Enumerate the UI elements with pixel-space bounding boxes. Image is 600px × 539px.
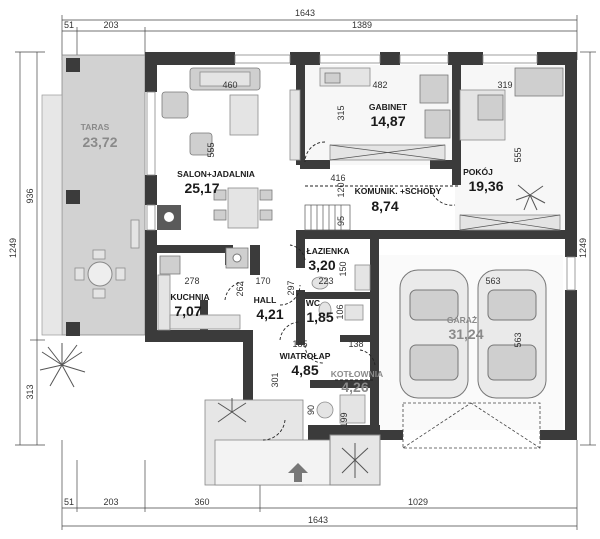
room-name: SALON+JADALNIA [177, 169, 255, 179]
room-name: WIATROŁAP [280, 351, 331, 361]
svg-text:120: 120 [336, 182, 346, 197]
windows [146, 54, 576, 291]
svg-text:555: 555 [206, 142, 216, 157]
svg-text:319: 319 [497, 80, 512, 90]
svg-text:106: 106 [335, 304, 345, 319]
room-name: KUCHNIA [170, 292, 209, 302]
entrance-plant-icon [341, 443, 369, 478]
svg-text:150: 150 [338, 261, 348, 276]
room-name: GARAŻ [447, 315, 477, 325]
room-garaz: GARAŻ 31,24 [447, 315, 484, 342]
room-area: 14,87 [370, 113, 405, 129]
room-area: 4,85 [291, 362, 318, 378]
room-area: 23,72 [82, 134, 117, 150]
door-swings [224, 141, 460, 441]
room-name: KOMUNIK. +SCHODY [355, 186, 442, 196]
dim-top-main: 1389 [352, 20, 372, 30]
palm-plant-icon [39, 343, 86, 388]
dim-bottom-c: 360 [194, 497, 209, 507]
stairs [304, 204, 351, 231]
dim-right-total: 1249 [578, 238, 588, 258]
dim-top-total: 1643 [295, 8, 315, 18]
svg-text:262: 262 [235, 281, 245, 296]
room-gabinet: GABINET 14,87 [369, 102, 408, 129]
garage-cars [399, 269, 547, 399]
kitchen-fixtures [157, 247, 249, 331]
dim-left-main: 936 [25, 188, 35, 203]
room-kotlownia: KOTŁOWNIA 4,26 [331, 369, 383, 395]
dim-bottom-total: 1643 [308, 515, 328, 525]
walls [145, 52, 577, 443]
salon-furniture [157, 67, 301, 230]
svg-text:482: 482 [372, 80, 387, 90]
room-name: ŁAZIENKA [307, 246, 350, 256]
svg-text:563: 563 [485, 276, 500, 286]
svg-text:301: 301 [270, 372, 280, 387]
dim-left-total: 1249 [8, 238, 18, 258]
room-name: POKÓJ [463, 166, 493, 177]
dim-top-left-b: 203 [103, 20, 118, 30]
room-name: HALL [254, 295, 277, 305]
room-wc: WC 1,85 [306, 298, 334, 325]
room-wiatrolap: WIATROŁAP 4,85 [280, 351, 331, 378]
plant-2-icon [217, 398, 247, 423]
room-name: WC [306, 298, 320, 308]
room-name: TARAS [81, 122, 110, 132]
entrance-area [204, 399, 381, 486]
room-area: 7,07 [174, 303, 201, 319]
svg-text:278: 278 [184, 276, 199, 286]
svg-text:95: 95 [336, 216, 346, 226]
dim-top-left-a: 51 [64, 20, 74, 30]
svg-text:223: 223 [318, 276, 333, 286]
room-area: 1,85 [306, 309, 333, 325]
bathroom-fixtures [311, 264, 371, 424]
svg-text:563: 563 [513, 332, 523, 347]
svg-text:138: 138 [348, 339, 363, 349]
room-area: 19,36 [468, 178, 503, 194]
room-area: 4,21 [256, 306, 283, 322]
svg-text:199: 199 [339, 412, 349, 427]
terrace [41, 54, 146, 336]
room-pokoj: POKÓJ 19,36 [463, 166, 504, 194]
pokoj-furniture [459, 67, 564, 231]
svg-text:555: 555 [513, 147, 523, 162]
room-area: 3,20 [308, 257, 335, 273]
garage-door [402, 402, 541, 449]
room-taras: TARAS 23,72 [81, 122, 118, 150]
room-name: GABINET [369, 102, 408, 112]
room-lazienka: ŁAZIENKA 3,20 [307, 246, 350, 273]
svg-text:185: 185 [292, 339, 307, 349]
svg-text:315: 315 [336, 105, 346, 120]
room-kuchnia: KUCHNIA 7,07 [170, 292, 209, 319]
room-komunik-schody: KOMUNIK. +SCHODY 8,74 [355, 186, 442, 214]
svg-text:460: 460 [222, 80, 237, 90]
gabinet-furniture [319, 67, 451, 161]
interior-dimension-labels: 460 482 319 555 315 416 120 555 95 278 1… [184, 80, 523, 428]
room-salon-jadalnia: SALON+JADALNIA 25,17 [177, 169, 255, 196]
dim-bottom-d: 1029 [408, 497, 428, 507]
plant-icon [515, 184, 546, 211]
dim-bottom-b: 203 [103, 497, 118, 507]
dim-bottom-a: 51 [64, 497, 74, 507]
room-area: 31,24 [448, 326, 483, 342]
room-area: 8,74 [371, 198, 398, 214]
room-area: 4,26 [341, 379, 368, 395]
entrance-arrow-icon [288, 463, 308, 482]
dim-left-lower: 313 [25, 384, 35, 399]
room-hall: HALL 4,21 [254, 295, 284, 322]
room-name: KOTŁOWNIA [331, 369, 383, 379]
svg-text:90: 90 [306, 405, 316, 415]
svg-text:297: 297 [286, 280, 296, 295]
svg-text:170: 170 [255, 276, 270, 286]
svg-text:416: 416 [330, 173, 345, 183]
room-area: 25,17 [184, 180, 219, 196]
